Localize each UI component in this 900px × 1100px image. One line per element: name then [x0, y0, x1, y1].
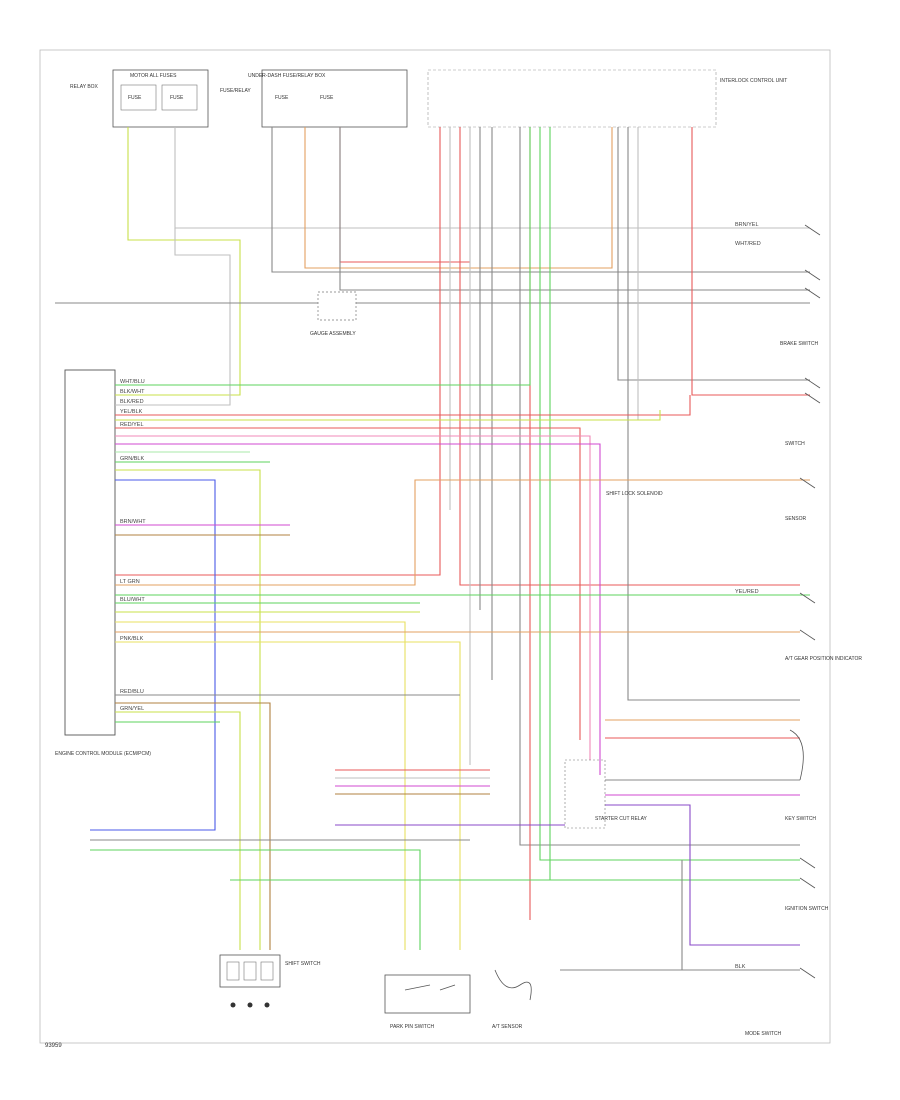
diagram-frame [39, 49, 831, 1044]
wire-red-v2 [459, 127, 800, 586]
wire-black-mid [339, 127, 810, 291]
wire-magenta-ecm [115, 443, 601, 775]
wire-black-v10 [617, 127, 810, 381]
tag-5: RED/YEL [120, 422, 144, 428]
relay-box-sub: RELAY BOX [70, 84, 99, 90]
wire-black-v11 [627, 127, 800, 701]
right-switches [789, 224, 821, 979]
starter-relay-box [564, 759, 606, 829]
wire-green-low [90, 849, 421, 950]
tag-12: GRN/YEL [120, 706, 144, 712]
wire-red-ecm [115, 395, 691, 416]
a-t-lamp-title: A/T GEAR POSITION INDICATOR [785, 656, 862, 662]
wire-black-v6 [519, 127, 800, 846]
park-pin-title: PARK PIN SWITCH [390, 1024, 434, 1030]
dash-fuse-title: UNDER-DASH FUSE/RELAY BOX [248, 73, 326, 79]
wire-orange [304, 127, 613, 269]
ignition-sw-title: IGNITION SWITCH [785, 906, 829, 912]
mode-sw-title: MODE SWITCH [745, 1031, 781, 1037]
dash-fuse-a: FUSE [275, 95, 289, 101]
wire-white-ecm [115, 228, 231, 406]
shift-sw-title: SHIFT SWITCH [285, 961, 321, 967]
shift-lock-title: SHIFT LOCK SOLENOID [606, 491, 663, 497]
wire-yg-ecm6 [115, 711, 241, 950]
sensor-title: SENSOR [785, 516, 807, 522]
wire-yellow-ecm [115, 621, 406, 950]
page-ref: 93959 [45, 1043, 62, 1049]
brake-sw-title: BRAKE SWITCH [780, 341, 818, 347]
wire-red-long [115, 127, 441, 576]
tag-4: YEL/BLK [120, 409, 143, 415]
wire-pink-ecm [115, 435, 591, 760]
wire-black-dash [271, 127, 810, 273]
tag-6: GRN/BLK [120, 456, 144, 462]
relay-box-title: MOTOR ALL FUSES [130, 73, 177, 79]
wire-yellow-green-ecm [115, 410, 661, 421]
dash-fuse-box: UNDER-DASH FUSE/RELAY BOX FUSE/RELAY FUS… [220, 69, 408, 128]
ecm-block: ENGINE CONTROL MODULE (ECM/PCM) [55, 369, 151, 757]
wire-yellow-green [115, 127, 241, 396]
relay-fuse-b: FUSE [170, 95, 184, 101]
wire-red-ecm2 [115, 427, 581, 740]
ecm-title: ENGINE CONTROL MODULE (ECM/PCM) [55, 751, 151, 757]
cluster-title: GAUGE ASSEMBLY [310, 331, 356, 337]
relay-box: MOTOR ALL FUSES RELAY BOX FUSE FUSE [70, 69, 209, 128]
tag-14: WHT/RED [735, 241, 761, 247]
dash-fuse-b: FUSE [320, 95, 334, 101]
tag-2: BLK/WHT [120, 389, 145, 395]
switch1-title: SWITCH [785, 441, 805, 447]
tag-15: YEL/RED [735, 589, 759, 595]
wire-yg-down [115, 469, 261, 950]
tag-3: BLK/RED [120, 399, 144, 405]
dash-fuse-sub: FUSE/RELAY [220, 88, 251, 94]
wire-red-v13 [691, 127, 810, 396]
tag-10: PNK/BLK [120, 636, 144, 642]
wire-green-v8 [539, 127, 800, 861]
interlock-unit-box: INTERLOCK CONTROL UNIT [427, 69, 787, 128]
key-sw-title: KEY SWITCH [785, 816, 816, 822]
tag-11: RED/BLU [120, 689, 144, 695]
wire-blue-ecm [90, 479, 216, 831]
tag-7: BRN/WHT [120, 519, 146, 525]
interlock-title: INTERLOCK CONTROL UNIT [720, 78, 787, 84]
wire-green-v9 [549, 127, 800, 881]
wire-orange-ecm [115, 479, 810, 586]
wire-brown-ecm [115, 702, 271, 950]
wire-purple-right [605, 804, 800, 946]
park-pin-switch: PARK PIN SWITCH [384, 974, 471, 1030]
starter-title: STARTER CUT RELAY [595, 816, 648, 822]
gauge-assembly: GAUGE ASSEMBLY [310, 291, 356, 337]
wire-network [55, 127, 810, 971]
a-t-sensor: A/T SENSOR [492, 969, 532, 1030]
tag-1: WHT/BLU [120, 379, 145, 385]
tag-8: LT GRN [120, 579, 140, 585]
a-t-sensor-title: A/T SENSOR [492, 1024, 523, 1030]
wire-yellow-ecm2 [115, 641, 461, 950]
tag-13: BRN/YEL [735, 222, 759, 228]
shift-switch-connector: SHIFT SWITCH [219, 954, 321, 1008]
relay-fuse-a: FUSE [128, 95, 142, 101]
tag-16: BLK [735, 964, 746, 970]
tag-9: BLU/WHT [120, 597, 145, 603]
wire-tags: WHT/BLU BLK/WHT BLK/RED YEL/BLK RED/YEL … [120, 222, 761, 970]
wire-green-ecm [115, 127, 531, 386]
